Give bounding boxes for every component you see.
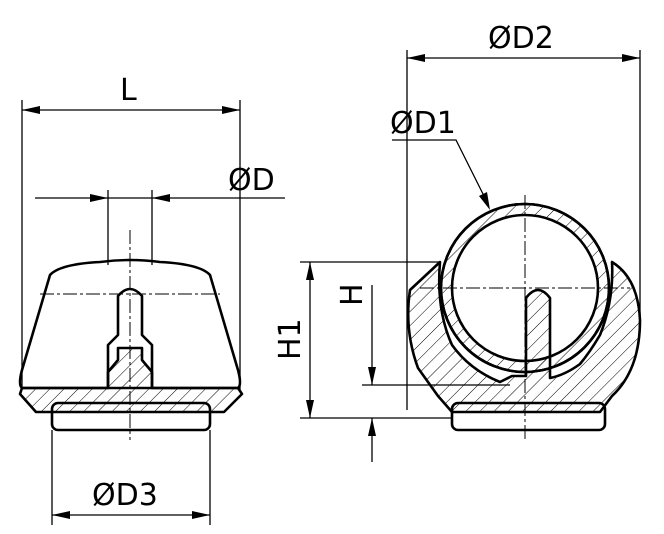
label-H: H	[335, 283, 370, 306]
label-diameter-D1: ØD1	[390, 106, 456, 141]
base-insert-right	[450, 401, 607, 432]
dimension-lines	[21, 50, 641, 525]
label-L: L	[120, 73, 137, 108]
label-diameter-D: ØD	[228, 163, 275, 198]
socket-section-hatched	[406, 260, 642, 414]
left-view-ball-knob-cone	[18, 230, 244, 440]
right-view-ball-socket	[406, 195, 642, 440]
label-diameter-D2: ØD2	[488, 21, 554, 56]
label-H1: H1	[273, 318, 308, 360]
label-diameter-D3: ØD3	[92, 478, 158, 513]
base-insert	[50, 401, 212, 432]
